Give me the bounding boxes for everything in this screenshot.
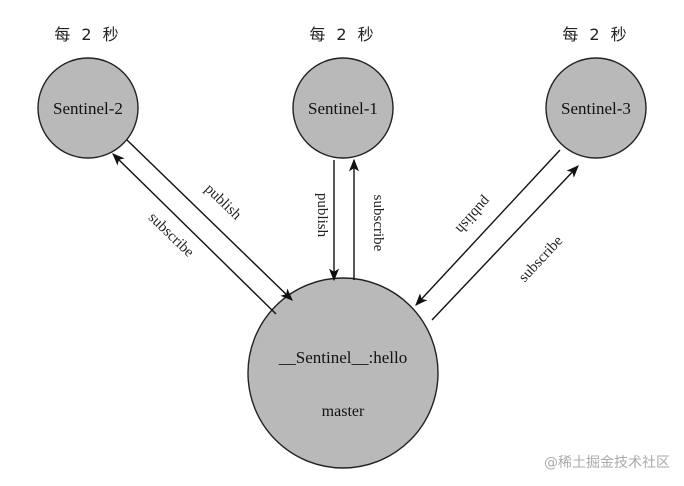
sentinel-1-circle (292, 57, 394, 159)
master-name-label: master (322, 403, 365, 420)
sentinel-2-node: Sentinel-2 (37, 57, 139, 159)
master-channel-label: __Sentinel__:hello (278, 348, 407, 367)
sentinel-3-frequency-label: 每 2 秒 (562, 25, 629, 44)
sentinel-3-publish-label: publish (452, 193, 494, 237)
sentinel-3-subscribe-arrow (431, 165, 579, 321)
master-node: __Sentinel__:hello master (247, 277, 439, 469)
watermark: @稀土掘金技术社区 (544, 455, 670, 471)
sentinel-1-publish-label: publish (314, 193, 330, 238)
sentinel-2-publish-arrow (126, 139, 293, 301)
sentinel-1-label: Sentinel-1 (308, 99, 378, 118)
sentinel-1-subscribe-label: subscribe (370, 195, 386, 252)
sentinel-3-label: Sentinel-3 (561, 99, 631, 118)
sentinel-2-subscribe-arrow (112, 153, 277, 315)
master-circle (247, 277, 439, 469)
sentinel-2-circle (37, 57, 139, 159)
sentinel-1-node: Sentinel-1 (292, 57, 394, 159)
sentinel-3-subscribe-label: subscribe (516, 233, 567, 286)
sentinel-3-circle (545, 57, 647, 159)
sentinel-2-publish-label: publish (201, 181, 244, 224)
sentinel-2-label: Sentinel-2 (53, 99, 123, 118)
sentinel-3-node: Sentinel-3 (545, 57, 647, 159)
sentinel-3-publish-arrow (415, 149, 561, 306)
sentinel-2-subscribe-label: subscribe (145, 210, 197, 261)
sentinel-1-frequency-label: 每 2 秒 (309, 25, 376, 44)
sentinel-2-frequency-label: 每 2 秒 (54, 25, 121, 44)
